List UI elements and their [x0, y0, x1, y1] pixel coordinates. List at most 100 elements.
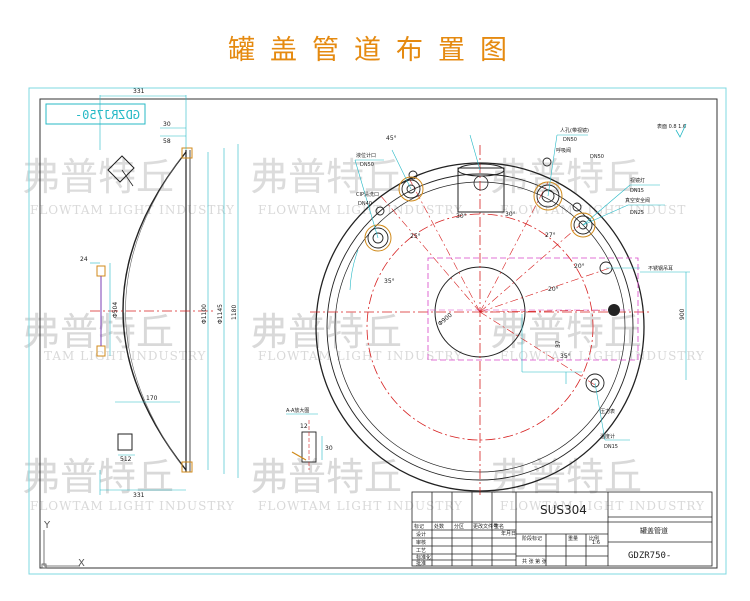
dim-512: 512 [120, 456, 132, 463]
title-block-col: 分区 [454, 523, 464, 530]
dim-170: 170 [146, 395, 158, 402]
title-block-sheet: 共 张 第 张 [522, 558, 547, 565]
title-block-col: 年月日 [501, 530, 516, 537]
watermark-cn: 弗普特丘 [22, 310, 174, 354]
title-block [411, 491, 713, 567]
callout-pressure-gauge: 压力表 [600, 408, 615, 415]
dim-24: 24 [80, 256, 88, 263]
angle-label: 30° [505, 211, 516, 218]
watermark-en: FLOWTAM LIGHT INDUSTRY [258, 349, 463, 363]
callout-thermometer: 温度计 [600, 433, 615, 440]
callout-dn: DN50 [563, 137, 577, 143]
drawing-code-box [45, 103, 146, 125]
dim-detail-1: 30 [325, 445, 333, 452]
ucs-icon: Y X [41, 520, 85, 569]
angle-label: 20° [548, 286, 559, 293]
section-detail: A-A放大图 30 12 [286, 407, 333, 470]
bottom-nozzle [117, 433, 133, 451]
watermark-en: TAM LIGHT INDUSTRY [44, 349, 207, 363]
dish-profile [122, 151, 187, 471]
watermark-en: FLOWTAM LIGHT INDUSTRY [500, 349, 705, 363]
title-block-row: 设计 [416, 531, 426, 538]
angle-label: 20° [574, 263, 585, 270]
watermark-en: FLOWTAM LIGHT INDUSTRY [258, 203, 463, 217]
dim-phi1100: Φ1100 [201, 304, 208, 324]
title-block-row: 标准化 [416, 554, 431, 561]
callout-manhole: 人孔(带视镜) [560, 127, 589, 134]
watermark-cn: 弗普特丘 [490, 155, 642, 199]
angle-label: 35° [384, 278, 395, 285]
section-label: A-A放大图 [286, 407, 309, 414]
callout-dn: DN50 [360, 162, 374, 168]
title-block-col: 处数 [434, 523, 444, 530]
dim-detail-2: 12 [300, 423, 308, 430]
dim-top-width: 331 [133, 88, 145, 95]
title-block-weight: 重量 [568, 535, 578, 542]
watermark-cn: 弗普特丘 [250, 310, 402, 354]
callout-dn: DN50 [590, 154, 604, 160]
axis-x: X [78, 558, 85, 569]
callout-level-gauge: 液位计口 [356, 152, 376, 159]
callout-cip: CIP清洗口 [356, 191, 379, 198]
watermark-en: FLOWTAM LIGHT INDUSTRY [258, 499, 463, 513]
dish-profile-inner [125, 154, 184, 468]
flange-bottom [181, 461, 193, 473]
flange-top [181, 147, 193, 159]
title-block-scale-label: 比例 [589, 535, 599, 542]
watermark-cn: 弗普特丘 [490, 310, 642, 354]
callout-dn: DN40 [358, 201, 372, 207]
title-block-scale: 1:6 [592, 540, 600, 546]
outer-frame [28, 87, 727, 575]
dim-900: 900 [679, 308, 686, 320]
title-block-stage: 阶段标记 [522, 535, 542, 542]
watermark-cn: 弗普特丘 [22, 455, 174, 499]
watermark-cn: 弗普特丘 [22, 155, 174, 199]
dim-phi900: Φ900 [437, 312, 454, 328]
title-block-col: 标记 [414, 523, 424, 530]
angle-label: 30° [456, 213, 467, 220]
title-block-part-name: 罐盖管道 [640, 526, 668, 535]
dim-phi504: Φ504 [112, 302, 119, 318]
ladder-zone [427, 257, 639, 361]
side-view: 331 331 30 58 24 170 512 Φ504 Φ1100 Φ114… [80, 88, 239, 499]
dim-30: 30 [163, 121, 171, 128]
watermark-en: FLOWTAM LIGHT INDUSTRY [30, 499, 235, 513]
title-block-row: 批准 [416, 560, 426, 567]
watermark-row-3: 弗普特丘 弗普特丘 弗普特丘 FLOWTAM LIGHT INDUSTRY FL… [22, 455, 705, 513]
dim-phi1145: Φ1145 [217, 304, 224, 324]
watermark-row-2: 弗普特丘 弗普特丘 弗普特丘 TAM LIGHT INDUSTRY FLOWTA… [22, 310, 705, 363]
callout-dn: DN25 [630, 210, 644, 216]
title-block-material: SUS304 [540, 503, 587, 517]
vent-stub [457, 167, 505, 213]
dim-1180: 1180 [231, 305, 238, 320]
axis-y: Y [43, 520, 51, 531]
angle-label: 35° [560, 353, 571, 360]
plan-view: 45° 30° 30° 27° 35° 25° 20° 20° 35° Φ900… [310, 123, 690, 495]
callout-sight-lamp: 视镜灯 [630, 177, 645, 184]
title-block-col: 签名 [494, 523, 504, 530]
surface-roughness: 表面 0.8 1.6 [657, 123, 686, 130]
callout-vent: 呼吸阀 [556, 147, 571, 154]
dim-37: 37 [555, 340, 562, 348]
watermark-cn: 弗普特丘 [250, 155, 402, 199]
drawing-title: 罐盖管道布置图 [228, 35, 522, 66]
angle-label: 45° [386, 135, 397, 142]
callout-dn: DN15 [630, 188, 644, 194]
title-block-row: 审核 [416, 539, 426, 546]
watermark-cn: 弗普特丘 [250, 455, 402, 499]
callout-dn: DN15 [604, 444, 618, 450]
title-block-row: 工艺 [416, 548, 426, 554]
callout-lug: 不锈钢吊耳 [648, 265, 673, 272]
watermark-row-1: 弗普特丘 弗普特丘 弗普特丘 FLOWTAM LIGHT INDUSTRY FL… [22, 155, 685, 217]
nozzle-cluster [367, 157, 613, 393]
side-nozzle [96, 265, 106, 277]
callout-safety-valve: 真空安全阀 [625, 197, 650, 204]
dim-bottom-width: 331 [133, 492, 145, 499]
angle-label: 25° [410, 233, 421, 240]
top-nozzle [107, 155, 135, 183]
inner-frame [39, 98, 718, 569]
watermark-en: FLOWTAM LIGHT INDUSTRY [500, 499, 705, 513]
dim-58: 58 [163, 138, 171, 145]
title-block-col: 更改文件号 [473, 523, 498, 530]
